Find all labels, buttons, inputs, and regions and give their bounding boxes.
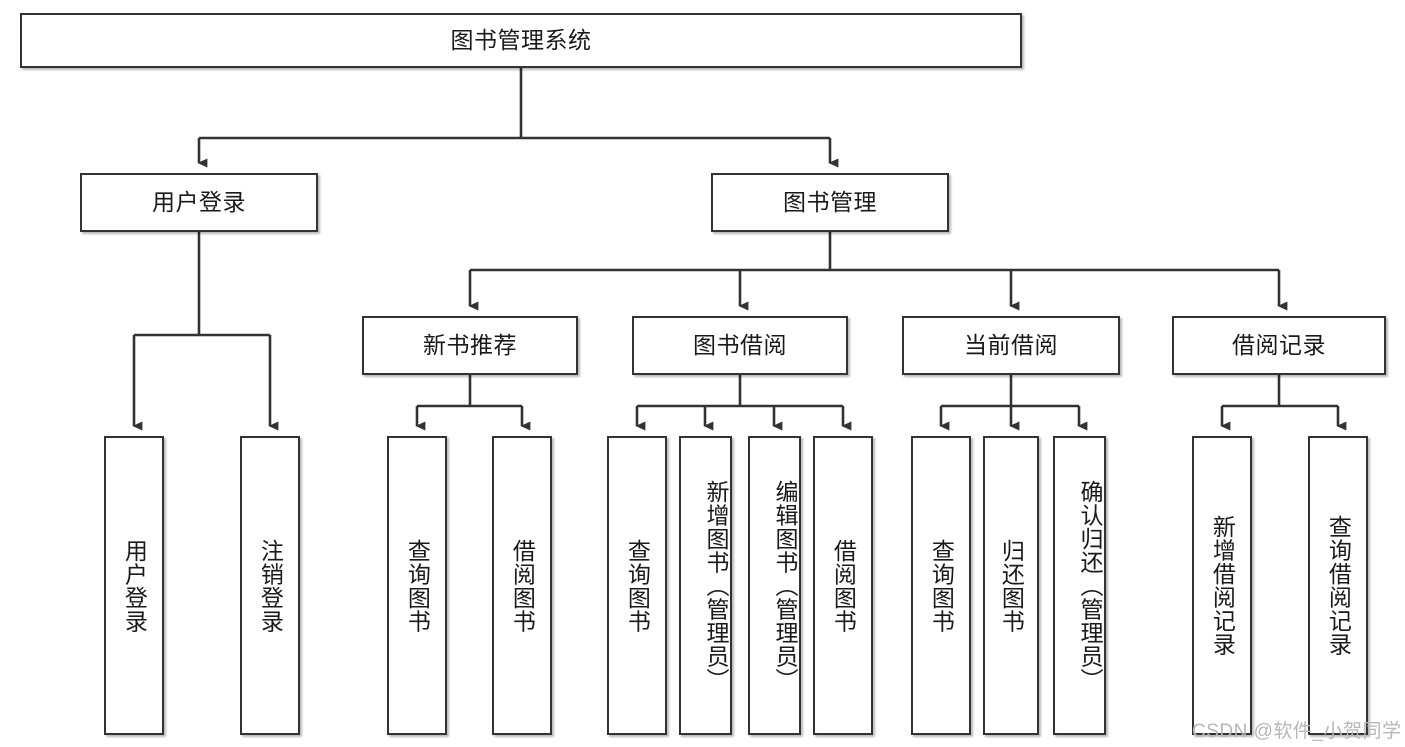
leaf-query-borrow-record[interactable]: 查询借阅记录 xyxy=(1308,436,1368,735)
leaf-logout[interactable]: 注销登录 xyxy=(240,436,300,735)
leaf-query-book-recommend[interactable]: 查询图书 xyxy=(387,436,447,735)
csdn-watermark: CSDN @软件_小贺同学 xyxy=(1192,721,1402,742)
leaf-borrow-book[interactable]: 借阅图书 xyxy=(813,436,873,735)
node-root-system[interactable]: 图书管理系统 xyxy=(20,13,1022,68)
node-book-management[interactable]: 图书管理 xyxy=(711,173,949,232)
leaf-query-book-borrow[interactable]: 查询图书 xyxy=(607,436,667,735)
leaf-add-book-admin[interactable]: 新增图书（管理员） xyxy=(679,436,732,735)
node-borrow-record[interactable]: 借阅记录 xyxy=(1172,316,1386,375)
leaf-query-book-current[interactable]: 查询图书 xyxy=(911,436,971,735)
leaf-user-login[interactable]: 用户登录 xyxy=(104,436,164,735)
node-new-book-recommend[interactable]: 新书推荐 xyxy=(362,316,578,375)
node-current-borrow[interactable]: 当前借阅 xyxy=(902,316,1120,375)
node-user-login[interactable]: 用户登录 xyxy=(80,173,318,232)
leaf-return-book[interactable]: 归还图书 xyxy=(983,436,1039,735)
leaf-add-borrow-record[interactable]: 新增借阅记录 xyxy=(1192,436,1252,735)
leaf-confirm-return-admin[interactable]: 确认归还（管理员） xyxy=(1053,436,1106,735)
leaf-borrow-book-recommend[interactable]: 借阅图书 xyxy=(492,436,552,735)
node-book-borrow[interactable]: 图书借阅 xyxy=(632,316,848,375)
leaf-edit-book-admin[interactable]: 编辑图书（管理员） xyxy=(748,436,801,735)
